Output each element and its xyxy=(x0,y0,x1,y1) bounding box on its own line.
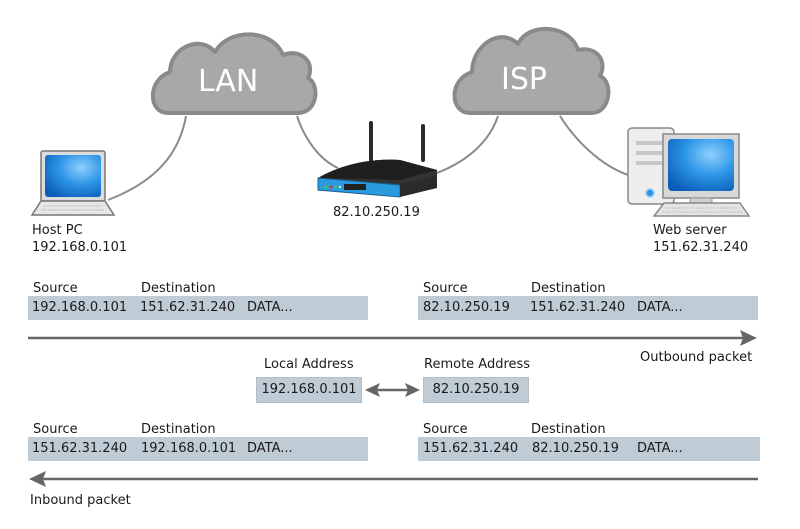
packet-destination: 151.62.31.240 xyxy=(140,300,236,315)
outbound-right-destination-header: Destination xyxy=(531,281,606,296)
inbound-packet-before-nat: 151.62.31.240 82.10.250.19 DATA... xyxy=(418,437,760,461)
outbound-left-destination-header: Destination xyxy=(141,281,216,296)
outbound-packet-label: Outbound packet xyxy=(640,350,753,365)
packet-data: DATA... xyxy=(247,300,293,315)
router-ip: 82.10.250.19 xyxy=(333,205,420,220)
remote-address-label: Remote Address xyxy=(424,357,531,372)
inbound-left-destination-header: Destination xyxy=(141,422,216,437)
cable-laptop-lan xyxy=(107,115,187,201)
outbound-left-source-header: Source xyxy=(33,281,78,296)
outbound-packet-before-nat: 192.168.0.101 151.62.31.240 DATA... xyxy=(28,296,368,320)
outbound-right-source-header: Source xyxy=(423,281,468,296)
laptop-icon xyxy=(30,150,116,216)
packet-destination: 151.62.31.240 xyxy=(530,300,626,315)
cable-lan-router xyxy=(296,115,339,169)
packet-destination: 82.10.250.19 xyxy=(532,441,619,456)
packet-data: DATA... xyxy=(247,441,293,456)
inbound-right-source-header: Source xyxy=(423,422,468,437)
packet-source: 192.168.0.101 xyxy=(32,300,128,315)
inbound-right-destination-header: Destination xyxy=(531,422,606,437)
lan-cloud-icon xyxy=(151,32,318,115)
inbound-left-source-header: Source xyxy=(33,422,78,437)
packet-source: 151.62.31.240 xyxy=(423,441,519,456)
host-pc-name: Host PC xyxy=(32,223,83,238)
inbound-packet-after-nat: 151.62.31.240 192.168.0.101 DATA... xyxy=(28,437,368,461)
inbound-arrow xyxy=(29,471,758,487)
isp-cloud-label: ISP xyxy=(501,62,547,97)
inbound-packet-label: Inbound packet xyxy=(30,493,131,508)
packet-data: DATA... xyxy=(637,441,683,456)
packet-source: 82.10.250.19 xyxy=(423,300,510,315)
nat-mapping-arrow xyxy=(365,383,420,397)
packet-data: DATA... xyxy=(637,300,683,315)
router-icon xyxy=(317,121,437,198)
isp-cloud-icon xyxy=(452,27,611,115)
remote-address-value: 82.10.250.19 xyxy=(423,377,529,403)
lan-cloud-label: LAN xyxy=(198,64,259,99)
packet-destination: 192.168.0.101 xyxy=(141,441,237,456)
packet-source: 151.62.31.240 xyxy=(32,441,128,456)
web-server-name: Web server xyxy=(653,223,727,238)
local-address-value: 192.168.0.101 xyxy=(256,377,362,403)
web-server-ip: 151.62.31.240 xyxy=(653,240,749,255)
local-address-label: Local Address xyxy=(264,357,354,372)
outbound-packet-after-nat: 82.10.250.19 151.62.31.240 DATA... xyxy=(418,296,758,320)
outbound-arrow xyxy=(28,330,757,346)
cable-isp-server xyxy=(559,115,629,176)
cable-router-isp xyxy=(436,115,499,174)
desktop-server-icon xyxy=(627,127,751,217)
host-pc-ip: 192.168.0.101 xyxy=(32,240,128,255)
